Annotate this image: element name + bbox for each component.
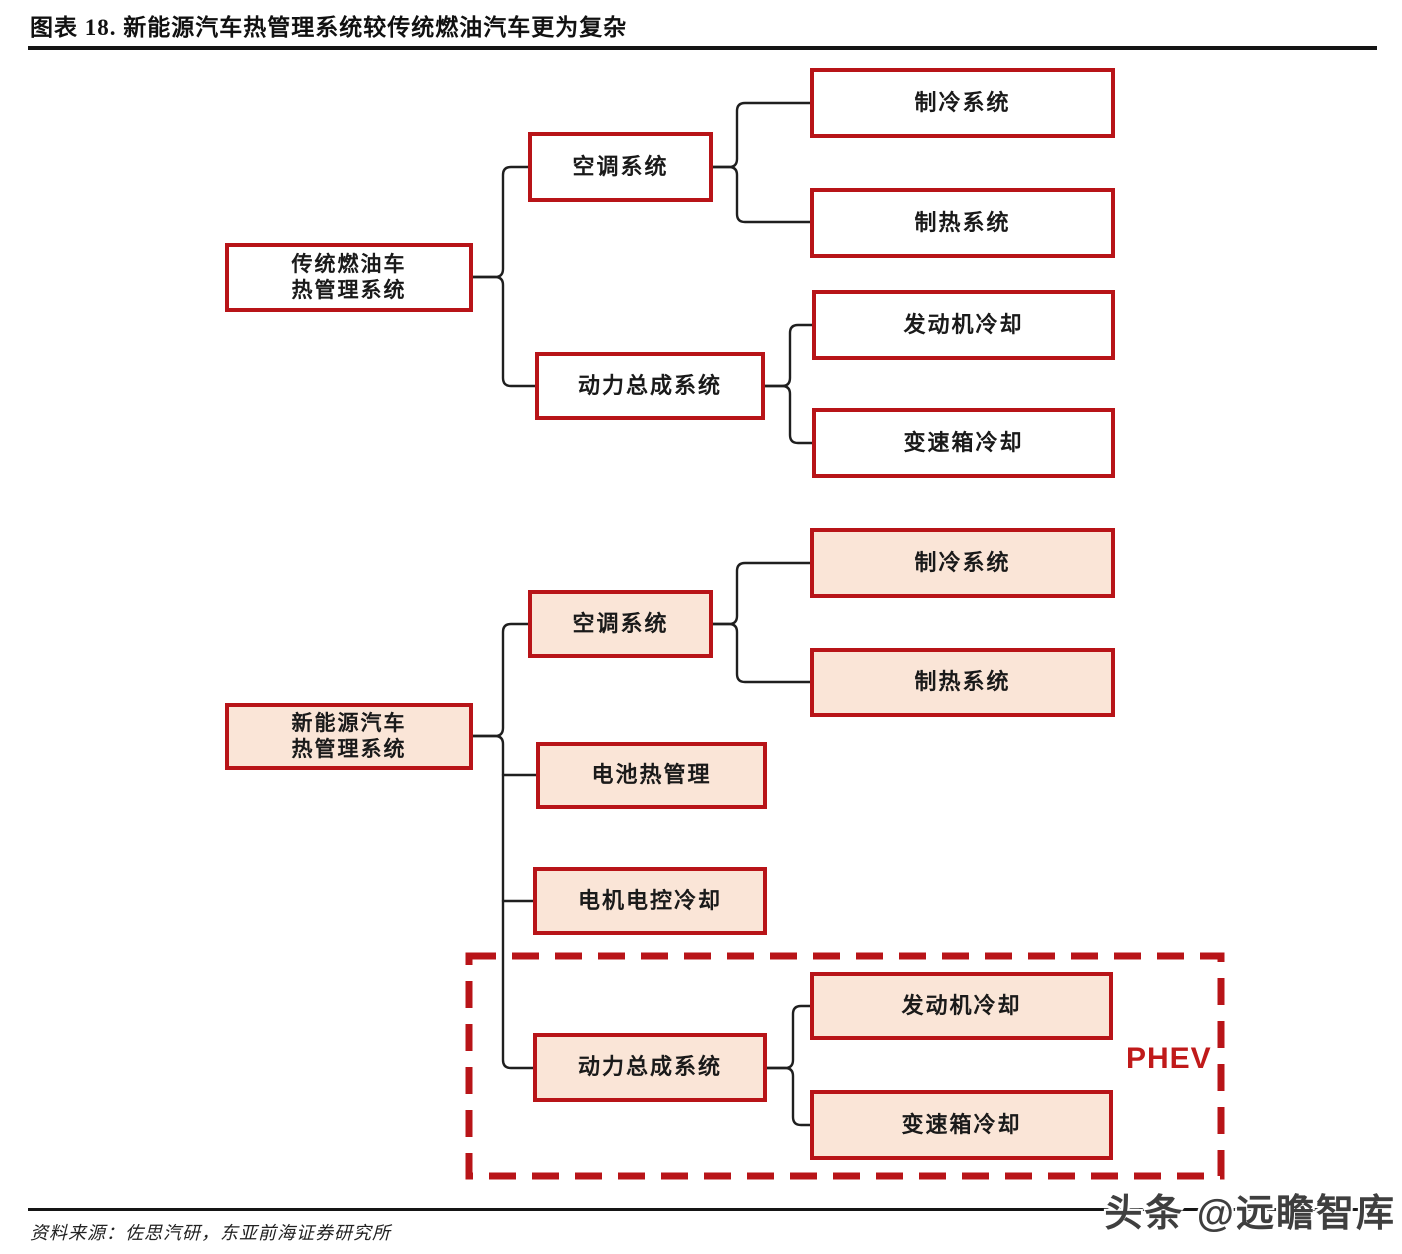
node-traditional-gearbox-cooling: 变速箱冷却 [812, 408, 1115, 478]
node-nev-cooling: 制冷系统 [810, 528, 1115, 598]
connector-nroot-to-ac [471, 622, 530, 738]
title-divider-rule [28, 46, 1377, 50]
phev-group-outline [465, 952, 1225, 1180]
connector-troot-to-power [471, 275, 537, 388]
connector-tac-to-heat [711, 165, 812, 224]
connector-tac-to-cool [711, 101, 812, 169]
node-traditional-root-line2: 热管理系统 [291, 277, 407, 302]
connector-nac-to-heat [711, 622, 812, 684]
node-nev-motor-cooling: 电机电控冷却 [533, 867, 767, 935]
connector-npower-to-engine [765, 1004, 812, 1070]
connector-nac-to-cool [711, 561, 812, 626]
figure-title: 图表 18. 新能源汽车热管理系统较传统燃油汽车更为复杂 [30, 15, 628, 40]
node-traditional-cooling: 制冷系统 [810, 68, 1115, 138]
watermark: 头条 @远瞻智库 [1104, 1193, 1396, 1235]
node-nev-root-line2: 热管理系统 [291, 736, 407, 761]
node-nev-heating: 制热系统 [810, 648, 1115, 717]
node-nev-powertrain: 动力总成系统 [533, 1033, 767, 1102]
node-nev-ac: 空调系统 [528, 590, 713, 658]
node-traditional-ac: 空调系统 [528, 132, 713, 202]
node-nev-battery-thermal: 电池热管理 [536, 742, 767, 809]
connector-tpower-to-engine [763, 323, 814, 388]
source-note: 资料来源：佐思汽研，东亚前海证券研究所 [30, 1223, 391, 1243]
source-divider-rule [28, 1208, 1377, 1211]
phev-annotation: PHEV [1126, 1042, 1212, 1075]
node-traditional-heating: 制热系统 [810, 188, 1115, 258]
connector-tpower-to-gearbox [763, 384, 814, 445]
node-traditional-powertrain: 动力总成系统 [535, 352, 765, 420]
node-nev-root-line1: 新能源汽车 [291, 710, 407, 735]
node-traditional-root-line1: 传统燃油车 [291, 251, 407, 276]
node-traditional-root: 传统燃油车 热管理系统 [225, 243, 473, 312]
node-nev-engine-cooling: 发动机冷却 [810, 972, 1113, 1040]
connector-troot-to-ac [471, 165, 530, 279]
connector-npower-to-gearbox [765, 1066, 812, 1127]
node-nev-root: 新能源汽车 热管理系统 [225, 703, 473, 770]
node-traditional-engine-cooling: 发动机冷却 [812, 290, 1115, 360]
node-nev-gearbox-cooling: 变速箱冷却 [810, 1090, 1113, 1160]
